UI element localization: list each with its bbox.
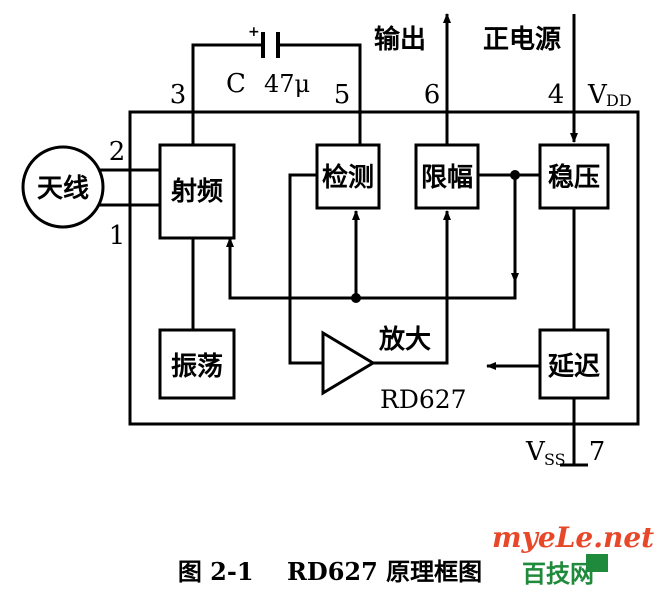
amplifier-label: 放大 — [378, 324, 431, 355]
figure-caption: 图 2-1 RD627 原理框图 — [178, 557, 482, 586]
limit-label: 限幅 — [421, 163, 473, 193]
amplifier-triangle — [321, 330, 376, 396]
vdd-sub: DD — [606, 91, 632, 110]
watermark-site: myeLe.net — [492, 521, 654, 554]
capacitor-label: C — [226, 69, 246, 99]
vdd-v: V — [587, 80, 608, 110]
pin-2: 2 — [109, 137, 126, 167]
watermark-cn: 百技网 — [522, 560, 594, 588]
pin-7: 7 — [589, 437, 606, 467]
pin5-wire — [280, 43, 362, 145]
antenna-label: 天线 — [37, 174, 89, 204]
junction-dot-limit — [510, 170, 520, 180]
detect-label: 检测 — [322, 162, 374, 193]
oscillator-block — [158, 328, 236, 400]
vss-sub: SS — [544, 450, 566, 469]
pin-4: 4 — [548, 80, 565, 110]
oscillator-label: 振荡 — [171, 352, 223, 382]
pin-1: 1 — [109, 221, 126, 251]
antenna-circle — [21, 145, 105, 229]
power-label: 正电源 — [483, 25, 561, 55]
capacitor-plus: + — [248, 24, 260, 40]
feedback-bus — [226, 175, 517, 300]
pin-5: 5 — [334, 80, 351, 110]
chip-outline — [128, 110, 640, 426]
regulator-label: 稳压 — [548, 162, 600, 193]
watermark-block — [586, 554, 608, 572]
rf-block — [158, 143, 236, 240]
output-label: 输出 — [374, 24, 426, 55]
pin-6: 6 — [424, 80, 441, 110]
capacitor-value: 47μ — [264, 70, 310, 98]
watermark: myeLe.net 百技网 — [492, 521, 654, 588]
pin3-wire — [191, 43, 262, 145]
amp-limit-wire — [373, 210, 451, 365]
pin-3: 3 — [170, 80, 187, 110]
junction-dot-bus — [351, 293, 361, 303]
detect-amp-wire — [288, 173, 323, 365]
vss-v: V — [525, 437, 546, 467]
delay-label: 延迟 — [547, 352, 600, 382]
rf-label: 射频 — [170, 177, 223, 207]
chip-name: RD627 — [380, 385, 467, 414]
